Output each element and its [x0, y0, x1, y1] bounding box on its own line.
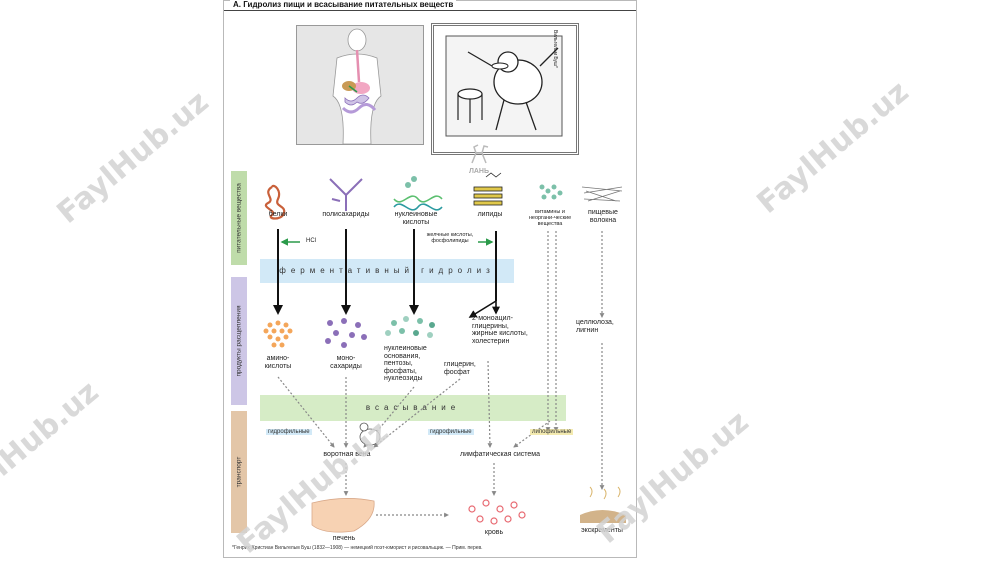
diagram-page: А. Гидролиз пищи и всасывание питательны…: [223, 0, 637, 558]
hydrolysis-label: ферментативный гидролиз: [279, 266, 495, 275]
monosaccharides-icon: [325, 318, 367, 348]
title-bar: А. Гидролиз пищи и всасывание питательны…: [224, 0, 636, 11]
cartoon-icon: [445, 35, 563, 137]
nutrient-label-nucleic-acids: нуклеиновые кислоты: [394, 211, 438, 226]
polysaccharide-icon: [329, 178, 363, 211]
tag-lipophilic: липофильные: [530, 429, 574, 435]
nutrient-label-lipids: липиды: [477, 211, 503, 218]
vitamin-icon: [539, 184, 563, 200]
destination-liver: печень: [332, 535, 356, 542]
hydrolysis-band: ферментативный гидролиз: [260, 259, 514, 283]
footnote: *Генрих Христиан Вильгельм Буш (1832—190…: [232, 545, 483, 551]
nutrient-label-polysaccharides: полисахариды: [322, 211, 370, 218]
nutrient-label-proteins: белки: [268, 211, 288, 218]
watermark-left-top: FaylHub.uz: [50, 84, 216, 231]
deer-logo-icon: [471, 144, 489, 164]
destination-feces: экскременты: [581, 527, 623, 534]
busch-figure-icon: [359, 422, 381, 446]
product-label-glycerol: глицерин, фосфат: [444, 361, 476, 376]
product-label-monosaccharides: моно-сахариды: [330, 355, 362, 370]
blood-icon: [468, 499, 526, 525]
fiber-icon: [581, 186, 623, 202]
side-tab-products: продукты расщепления: [231, 277, 247, 405]
publisher-logo-text: ЛАНЬ: [468, 167, 490, 175]
nucleotides-icon: [385, 316, 435, 338]
hcl-label: HCl: [306, 238, 316, 244]
side-tab-nutrients: питательные вещества: [231, 171, 247, 265]
route-portal-vein: воротная вена: [323, 451, 371, 458]
lipid-icon: [473, 172, 503, 206]
side-tab-transport: транспорт: [231, 411, 247, 533]
human-figure-icon: [332, 28, 382, 144]
busch-cartoon-illustration: Вильгельм Буш*: [431, 23, 579, 155]
liver-icon: [311, 498, 375, 533]
destination-blood: кровь: [484, 529, 504, 536]
bile-label: желчные кислоты, фосфолипиды: [426, 232, 474, 244]
nutrient-label-vitamins: витамины и неоргани-ческие вещества: [528, 209, 572, 227]
product-label-cellulose: целлюлоза, лигнин: [576, 319, 614, 334]
protein-icon: [264, 184, 286, 220]
nucleic-acid-icon: [393, 176, 443, 211]
digestive-system-illustration: [296, 25, 424, 145]
amino-acids-icon: [263, 320, 293, 348]
tag-hydrophilic-left: гидрофильные: [266, 429, 312, 435]
route-lymphatic: лимфатическая система: [460, 451, 540, 458]
diagram-title: А. Гидролиз пищи и всасывание питательны…: [230, 0, 457, 9]
watermark-left-bottom: FaylHub.uz: [0, 374, 106, 521]
feces-icon: [580, 486, 626, 523]
watermark-right-top: FaylHub.uz: [750, 74, 916, 221]
product-label-monoacylglycerols: 2-моноацил-глицерины, жирные кислоты, хо…: [472, 315, 528, 345]
tag-hydrophilic-right: гидрофильные: [428, 429, 474, 435]
publisher-logo: ЛАНЬ: [464, 143, 494, 175]
absorption-label: всасывание: [365, 403, 461, 412]
product-label-nucleotides: нуклеиновые основания, пентозы, фосфаты,…: [384, 345, 427, 382]
product-label-amino-acids: амино-кислоты: [264, 355, 292, 370]
nutrient-label-fiber: пищевые волокна: [588, 209, 618, 224]
pathway-graphics: [263, 172, 626, 533]
